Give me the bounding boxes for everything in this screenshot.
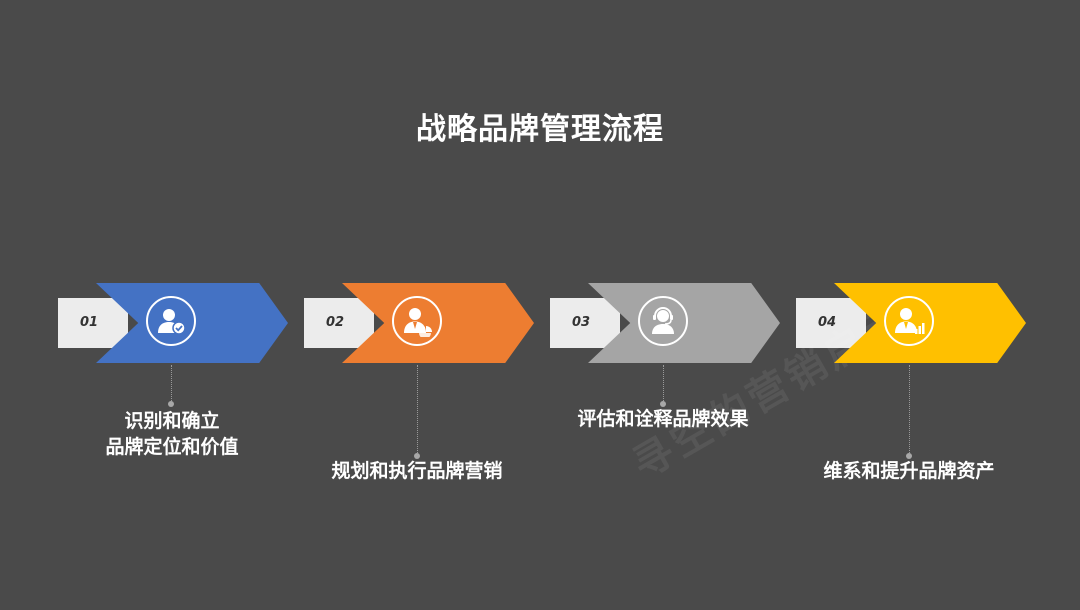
step-number-tab [550, 298, 620, 348]
step-01: 01 [58, 283, 288, 363]
connector-dot [660, 401, 666, 407]
connector-line [417, 365, 418, 455]
step-02: 02 [304, 283, 534, 363]
page-title: 战略品牌管理流程 [416, 112, 664, 147]
step-03: 03 [550, 283, 780, 363]
connector-dot [414, 453, 420, 459]
connector-line [909, 365, 910, 455]
step-label-line: 识别和确立 [124, 410, 220, 432]
user-pie-chart-icon [392, 296, 442, 346]
step-label: 规划和执行品牌营销 [307, 458, 527, 484]
step-label: 维系和提升品牌资产 [799, 458, 1019, 484]
connector-dot [906, 453, 912, 459]
step-number: 01 [79, 315, 99, 330]
step-number: 03 [571, 315, 591, 330]
step-number-tab [304, 298, 374, 348]
step-number-tab [58, 298, 128, 348]
step-label-line: 维系和提升品牌资产 [823, 460, 995, 482]
step-number: 04 [817, 315, 837, 330]
step-number-tab [796, 298, 866, 348]
step-04: 04 [796, 283, 1026, 363]
step-label-line: 品牌定位和价值 [105, 436, 239, 458]
step-label: 评估和诠释品牌效果 [553, 406, 773, 432]
user-bar-chart-icon [884, 296, 934, 346]
connector-line [171, 365, 172, 403]
user-headset-icon [638, 296, 688, 346]
step-label-line: 规划和执行品牌营销 [331, 460, 503, 482]
connector-line [663, 365, 664, 403]
user-check-icon [146, 296, 196, 346]
step-label: 识别和确立 品牌定位和价值 [72, 408, 272, 460]
step-label-line: 评估和诠释品牌效果 [577, 408, 749, 430]
connector-dot [168, 401, 174, 407]
step-number: 02 [325, 315, 345, 330]
